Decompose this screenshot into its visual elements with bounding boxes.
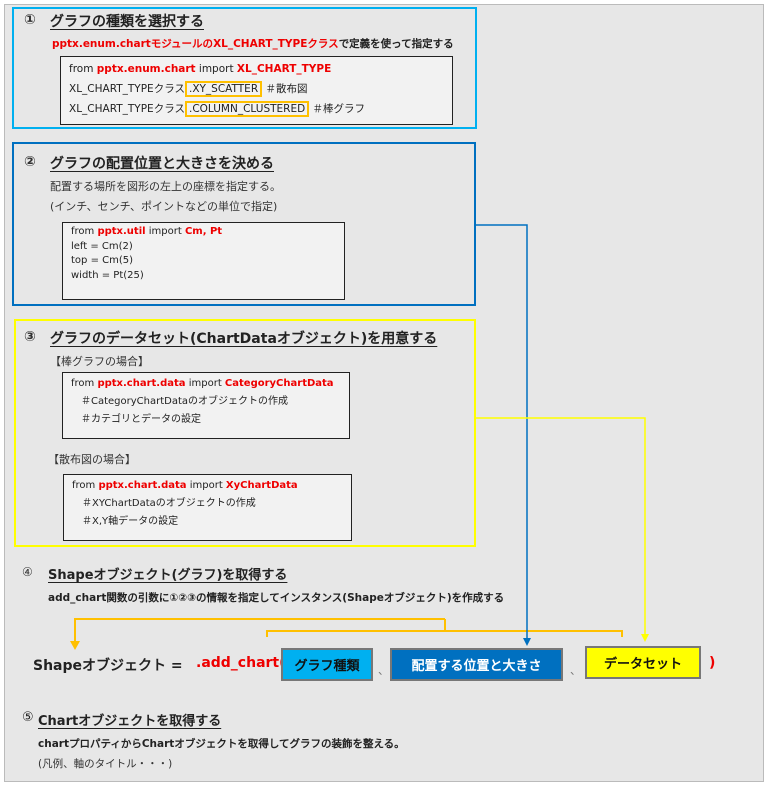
section-subtitle: add_chart関数の引数に①②③の情報を指定してインスタンス(Shapeオブ… — [48, 592, 505, 604]
description-line: (凡例、軸のタイトル・・・) — [38, 758, 173, 770]
section-2-position-size — [12, 142, 476, 306]
orange-bracket — [74, 618, 623, 642]
blue-arrow-icon — [523, 638, 531, 646]
arg-position-size: 配置する位置と大きさ — [390, 648, 563, 681]
code-block: from pptx.util import Cm, Pt left = Cm(2… — [62, 222, 345, 300]
bar-chart-label: 【棒グラフの場合】 — [50, 355, 149, 368]
step-number: ③ — [24, 329, 36, 345]
description-line: 配置する場所を図形の左上の座標を指定する。 — [50, 180, 281, 193]
section-1-chart-type — [12, 7, 477, 129]
blue-connector — [476, 224, 528, 640]
step-number: ④ — [22, 565, 33, 579]
section-title: Shapeオブジェクト(グラフ)を取得する — [48, 568, 288, 583]
code-block-xy: from pptx.chart.data import XyChartData … — [63, 474, 352, 541]
formula-close: ) — [709, 655, 716, 671]
arg-chart-type: グラフ種類 — [281, 648, 373, 681]
separator: 、 — [378, 664, 389, 677]
description-line: (インチ、センチ、ポイントなどの単位で指定) — [50, 200, 278, 213]
section-subtitle: pptx.enum.chartモジュールのXL_CHART_TYPEクラスで定義… — [52, 38, 454, 50]
section-title: グラフの種類を選択する — [50, 14, 204, 30]
description-line: chartプロパティからChartオブジェクトを取得してグラフの装飾を整える。 — [38, 738, 405, 750]
section-title: グラフのデータセット(ChartDataオブジェクト)を用意する — [50, 331, 438, 347]
section-title: グラフの配置位置と大きさを決める — [50, 156, 274, 172]
orange-arrow-icon — [70, 641, 80, 650]
formula-lhs: Shapeオブジェクト = — [33, 658, 183, 674]
arg-dataset: データセット — [585, 646, 701, 679]
yellow-arrow-icon — [641, 634, 649, 642]
code-block-category: from pptx.chart.data import CategoryChar… — [62, 372, 350, 439]
step-number: ② — [24, 154, 36, 170]
yellow-connector — [476, 417, 646, 636]
separator: 、 — [570, 664, 581, 677]
highlight-column-clustered: .COLUMN_CLUSTERED — [184, 101, 310, 117]
step-number: ① — [24, 12, 36, 28]
scatter-chart-label: 【散布図の場合】 — [48, 453, 136, 466]
section-3-dataset — [14, 319, 476, 547]
code-block: from pptx.enum.chart import XL_CHART_TYP… — [60, 56, 453, 125]
highlight-xy-scatter: .XY_SCATTER — [184, 81, 263, 97]
step-number: ⑤ — [22, 710, 34, 725]
section-title: Chartオブジェクトを取得する — [38, 714, 222, 729]
formula-function: .add_chart( — [196, 655, 286, 671]
